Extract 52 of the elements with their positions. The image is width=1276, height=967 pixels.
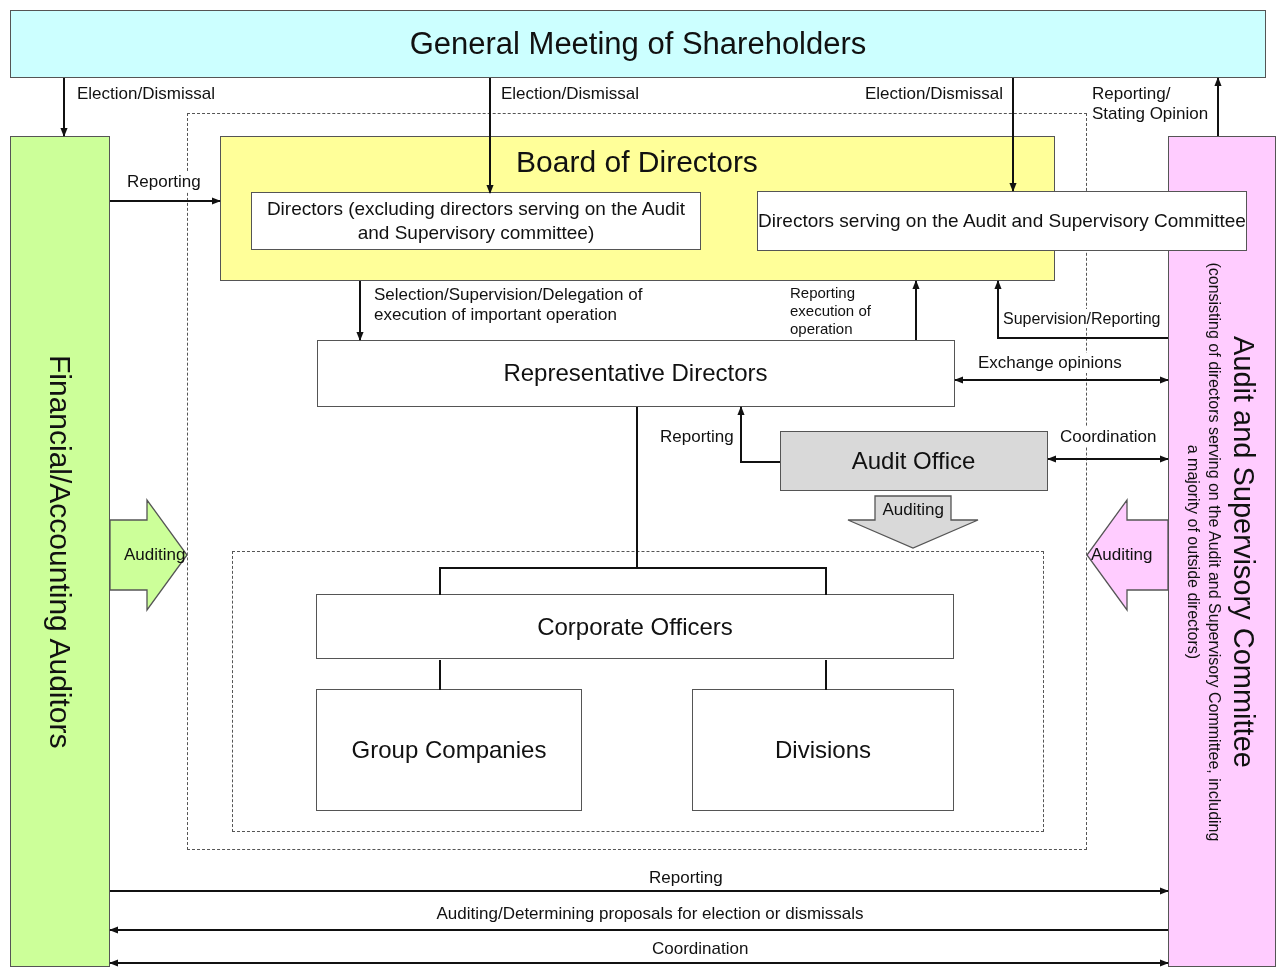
directors-box [251, 192, 701, 250]
edge-label: Reporting [649, 868, 723, 889]
directors-box [757, 191, 1247, 251]
process-box [316, 339, 955, 407]
arrow [737, 406, 781, 463]
node-title: Group Companies [351, 735, 547, 765]
arrow [954, 376, 1169, 384]
arrow-label: Auditing [124, 545, 186, 566]
arrow-label: Auditing [882, 500, 944, 521]
node-title: Financial/Accounting Auditors [42, 353, 78, 751]
block-arrow [847, 495, 979, 549]
edge-label: Supervision/Reporting [1003, 309, 1161, 329]
block-arrow [109, 498, 188, 612]
connector-line [825, 659, 827, 691]
office-box [779, 430, 1048, 491]
arrow [109, 959, 1169, 967]
meeting-band [10, 10, 1266, 78]
node-title: Board of Directors [516, 143, 758, 180]
edge-label: Exchange opinions [978, 353, 1122, 374]
node-title: Representative Directors [503, 358, 768, 388]
arrow [1009, 77, 1017, 192]
unit-box [316, 689, 582, 811]
arrow [356, 280, 364, 341]
process-box [316, 594, 954, 659]
node-title: Directors (excluding directors serving on the Audit and Supervisory committee) [265, 197, 687, 245]
block-arrow [1086, 498, 1169, 612]
arrow [1214, 77, 1222, 137]
node-title: Audit Office [851, 445, 976, 476]
arrow [109, 887, 1169, 895]
node-title: Audit and Supervisory Committee [1226, 334, 1261, 770]
arrow [109, 926, 1169, 934]
auditor-panel [10, 136, 110, 967]
arrow [60, 77, 68, 137]
connector-line [439, 406, 827, 596]
node-subtitle: (consisting of directors serving on the Audit and Supervisory Committee, including a majority of outside directors) [1183, 261, 1224, 842]
unit-box [692, 689, 954, 811]
connector-line [439, 659, 441, 691]
arrow [1047, 455, 1169, 463]
arrow-label: Auditing [1091, 545, 1153, 566]
edge-label: Auditing/Determining proposals for election or dismissals [436, 904, 864, 925]
arrow [109, 197, 221, 205]
edge-label: Reporting [127, 172, 201, 193]
edge-label: Reporting [660, 427, 734, 448]
arrow [994, 280, 1169, 339]
arrow [486, 77, 494, 194]
dashed-region [231, 550, 1044, 832]
node-title: Corporate Officers [537, 611, 733, 642]
node-title: Divisions [775, 735, 871, 765]
arrow [912, 280, 920, 341]
edge-label: Coordination [1060, 427, 1157, 448]
node-title: General Meeting of Shareholders [409, 24, 867, 63]
node-title: Directors serving on the Audit and Supervisory Committee [758, 209, 1246, 233]
